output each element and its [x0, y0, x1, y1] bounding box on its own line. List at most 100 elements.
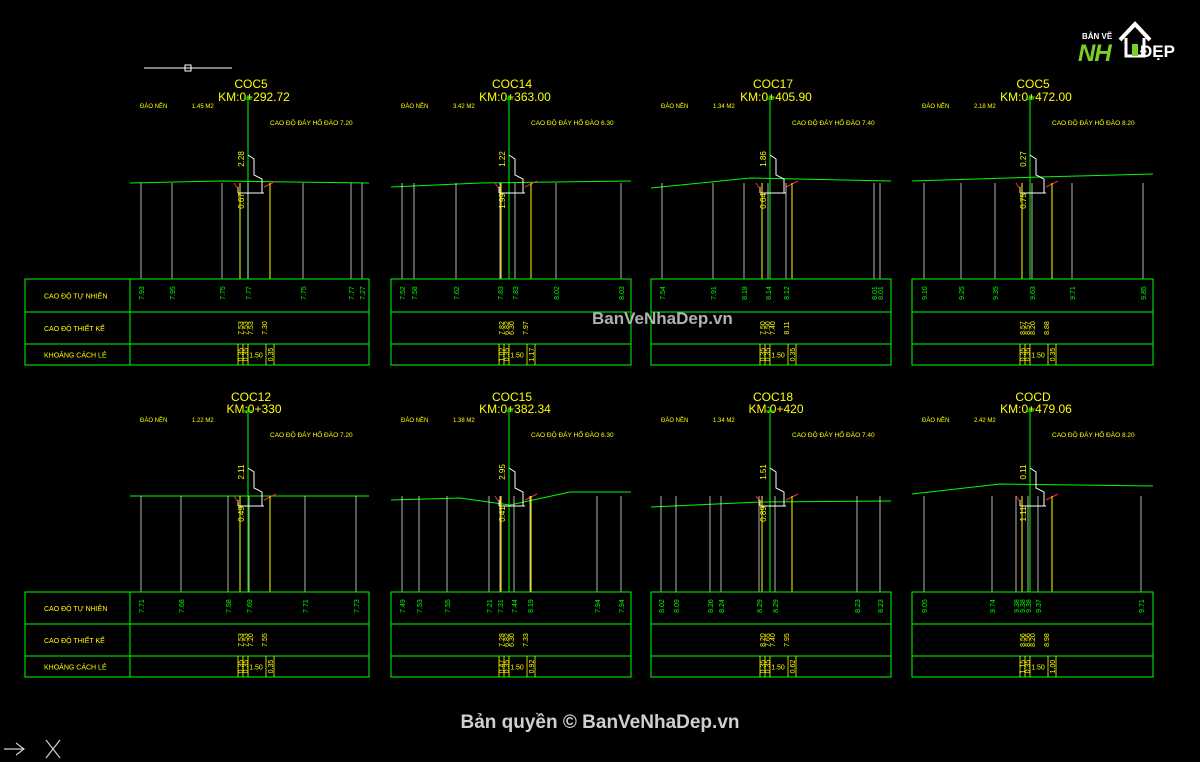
- dimension-below: 0.64: [759, 193, 768, 209]
- design-elevation: 7.40: [770, 633, 777, 647]
- spacing-value: 0.35: [1025, 660, 1032, 674]
- spacing-value: 1.50: [249, 353, 263, 360]
- ground-profile: [390, 491, 631, 506]
- natural-elevation: 7.95: [170, 286, 177, 300]
- spacing-value: 0.35: [243, 660, 250, 674]
- spacing-value: 0.35: [760, 348, 767, 362]
- natural-elevation: 8.09: [674, 599, 681, 613]
- natural-elevation: 7.53: [417, 599, 424, 613]
- section-name: COC14: [492, 77, 532, 91]
- spacing-value: 0.92: [529, 660, 536, 674]
- center-watermark: BanVeNhaDep.vn: [592, 309, 733, 328]
- design-depth-note: CAO ĐỘ ĐÁY HỐ ĐÀO 8.20: [1052, 429, 1135, 439]
- natural-elevation: 7.94: [619, 599, 626, 613]
- spacing-value: 0.35: [504, 660, 511, 674]
- natural-elevation: 7.58: [226, 599, 233, 613]
- house-logo-icon: [1118, 21, 1152, 58]
- cut-label: ĐÀO NỀN: [661, 103, 688, 110]
- natural-elevation: 8.29: [757, 599, 764, 613]
- natural-elevation: 7.73: [354, 599, 361, 613]
- natural-elevation: 9.38: [1020, 599, 1027, 613]
- data-table: [911, 278, 1154, 366]
- design-depth-note: CAO ĐỘ ĐÁY HỐ ĐÀO 7.40: [792, 429, 875, 439]
- spacing-value: 0.35: [268, 348, 275, 362]
- spacing-value: 0.35: [268, 660, 275, 674]
- natural-elevation: 8.01: [878, 286, 885, 300]
- excavation-slope: [1015, 495, 1021, 503]
- section-name: COCD: [1015, 390, 1051, 404]
- section-name: COC5: [234, 77, 268, 91]
- cut-label: ĐÀO NỀN: [922, 103, 949, 110]
- design-elevation: 8.98: [1044, 633, 1051, 647]
- data-table: [650, 591, 892, 678]
- design-elevation: 8.88: [1044, 321, 1051, 335]
- cut-label: ĐÀO NỀN: [401, 417, 428, 424]
- data-table: [390, 591, 632, 678]
- dimension-above: 1.51: [759, 464, 768, 480]
- cut-area: 1.34 M2: [713, 104, 735, 110]
- logo-small-text: BẢN VẼ: [1082, 32, 1113, 41]
- road-structure: [769, 154, 785, 194]
- section-chainage: KM:0+479.06: [1000, 402, 1072, 416]
- natural-elevation: 7.71: [139, 599, 146, 613]
- site-logo: BẢN VẼ NH ĐẸP: [1074, 12, 1194, 67]
- road-structure: [247, 467, 263, 507]
- design-elevation: 8.20: [760, 633, 767, 647]
- data-table: [650, 278, 892, 366]
- excavation-slope: [1015, 182, 1021, 190]
- natural-elevation: 7.44: [512, 599, 519, 613]
- spacing-value: 0.35: [760, 660, 767, 674]
- natural-elevation: 8.23: [878, 599, 885, 613]
- dimension-above: 2.11: [237, 464, 246, 480]
- design-elevation: 7.53: [238, 633, 245, 647]
- section-chainage: KM:0+292.72: [218, 90, 290, 104]
- dimension-below: 1.11: [1019, 506, 1028, 522]
- natural-elevation: 8.01: [872, 286, 879, 300]
- dimension-above: 0.11: [1019, 464, 1028, 480]
- natural-elevation: 8.24: [719, 599, 726, 613]
- design-elevation: 7.97: [523, 321, 530, 335]
- ucs-icon: [4, 739, 61, 759]
- spacing-value: 0.35: [1050, 348, 1057, 362]
- natural-elevation: 7.75: [301, 286, 308, 300]
- section-chainage: KM:0+420: [748, 402, 803, 416]
- spacing-value: 0.35: [243, 348, 250, 362]
- natural-elevation: 8.12: [784, 286, 791, 300]
- natural-elevation: 8.18: [742, 286, 749, 300]
- natural-elevation: 8.02: [554, 286, 561, 300]
- dimension-below: 0.67: [237, 193, 246, 209]
- row-label: CAO ĐỘ THIẾT KẾ: [44, 323, 105, 333]
- dimension-above: 1.86: [759, 151, 768, 167]
- section-name: COC5: [1016, 77, 1050, 91]
- spacing-value: 1.50: [510, 353, 524, 360]
- data-table: [390, 278, 632, 366]
- spacing-value: 0.47: [499, 660, 506, 674]
- natural-elevation: 8.02: [659, 599, 666, 613]
- natural-elevation: 7.52: [400, 286, 407, 300]
- row-label: CAO ĐỘ TỰ NHIÊN: [44, 292, 107, 301]
- data-table: [129, 591, 370, 678]
- design-elevation: 8.56: [1020, 633, 1027, 647]
- spacing-value: 1.17: [529, 348, 536, 362]
- data-table: [911, 591, 1154, 678]
- section-name: COC18: [753, 390, 793, 404]
- dimension-below: 0.75: [1019, 193, 1028, 209]
- design-elevation: 7.53: [248, 321, 255, 335]
- natural-elevation: 9.10: [922, 286, 929, 300]
- dimension-above: 1.22: [498, 151, 507, 167]
- excavation-slope: [233, 182, 239, 190]
- natural-elevation: 7.55: [445, 599, 452, 613]
- natural-elevation: 8.26: [708, 599, 715, 613]
- design-depth-note: CAO ĐỘ ĐÁY HỐ ĐÀO 7.20: [270, 117, 353, 127]
- spacing-value: 0.35: [765, 660, 772, 674]
- design-elevation: 7.28: [499, 633, 506, 647]
- natural-elevation: 7.21: [487, 599, 494, 613]
- natural-elevation: 9.74: [990, 599, 997, 613]
- natural-elevation: 9.25: [959, 286, 966, 300]
- design-elevation: 8.20: [1030, 321, 1037, 335]
- spacing-value: 1.02: [499, 348, 506, 362]
- natural-elevation: 7.62: [454, 286, 461, 300]
- section-name: COC12: [231, 390, 271, 404]
- cut-area: 1.22 M2: [192, 418, 214, 424]
